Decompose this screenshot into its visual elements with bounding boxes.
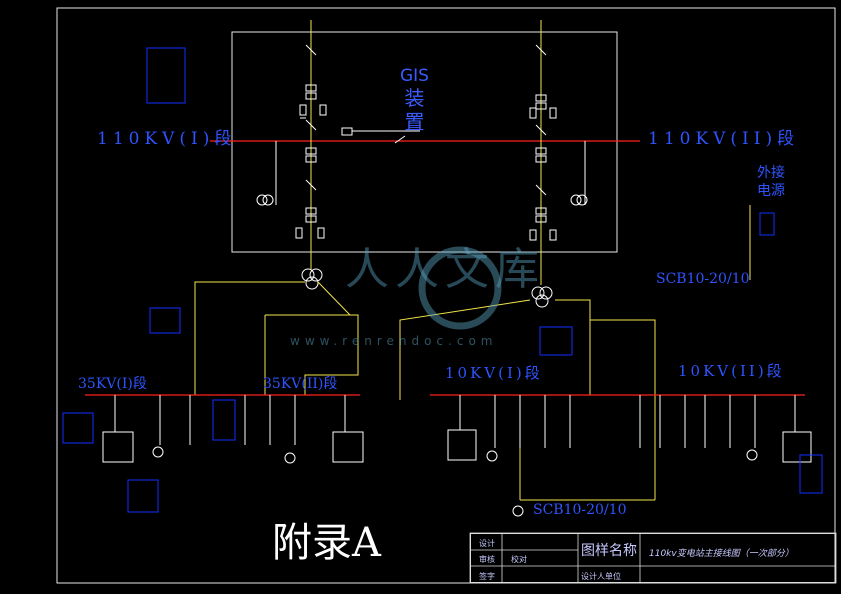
title-block-sign: 签字 bbox=[479, 572, 495, 581]
title-block-review: 审核 bbox=[479, 555, 495, 564]
appendix-caption: 附录A bbox=[272, 520, 381, 566]
title-block-design-unit: 设计人单位 bbox=[581, 572, 621, 581]
external-power-label-1: 外接 bbox=[757, 165, 785, 181]
drawing-frame bbox=[56, 7, 836, 584]
watermark-url: www.renrendoc.com bbox=[290, 334, 498, 348]
scb-transformer-bottom-label: SCB10-20/10 bbox=[533, 502, 627, 518]
annotation-boxes bbox=[62, 47, 823, 513]
title-block-drawing-name: 110kv变电站主接线图（一次部分） bbox=[649, 549, 794, 559]
bus-10kv-1-label: 10KV(I)段 bbox=[445, 364, 543, 382]
bus-110kv-2-label: 110KV(II)段 bbox=[648, 129, 800, 149]
gis-label-line1: GIS bbox=[400, 66, 429, 86]
gis-label-line2: 装 bbox=[404, 86, 425, 110]
outgoing-feeders bbox=[102, 395, 812, 517]
title-block: 设计 审核 签字 图样名称 设计人单位 110kv变电站主接线图（一次部分） 校… bbox=[470, 533, 836, 583]
gis-label: GIS 装 置 bbox=[392, 66, 437, 134]
title-block-checker: 校对 bbox=[511, 555, 527, 564]
title-block-design: 设计 bbox=[479, 539, 495, 548]
bus-10kv-2-label: 10KV(II)段 bbox=[678, 362, 785, 380]
title-block-drawing-name-label: 图样名称 bbox=[581, 543, 637, 559]
gis-enclosure bbox=[231, 31, 618, 253]
bus-35kv-2-label: 35KV(II)段 bbox=[263, 376, 338, 392]
bus-35kv-1-label: 35KV(I)段 bbox=[78, 376, 147, 392]
watermark-text: 人人文库 bbox=[345, 244, 545, 295]
main-transformer-1 bbox=[301, 268, 323, 290]
main-transformer-2 bbox=[531, 286, 553, 308]
gis-bay-equipment bbox=[256, 44, 588, 241]
bus-110kv-1-label: 110KV(I)段 bbox=[97, 129, 237, 149]
external-power-label-2: 电源 bbox=[757, 183, 785, 199]
gis-label-line3: 置 bbox=[404, 110, 425, 134]
scb-transformer-top-label: SCB10-20/10 bbox=[656, 271, 750, 287]
